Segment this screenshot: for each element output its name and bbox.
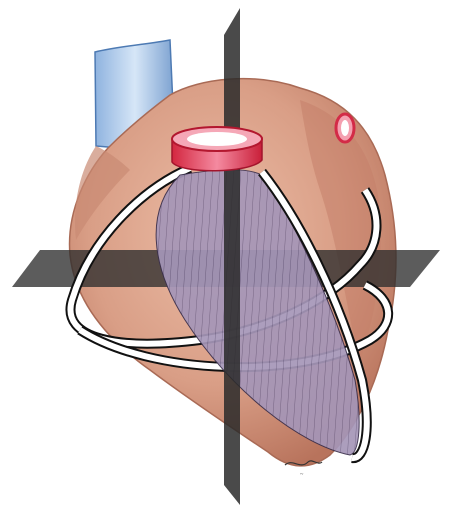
aortic-root-lumen: [187, 132, 247, 146]
pulmonary-vein-lumen: [341, 120, 349, 136]
vertical-imaging-plane: [224, 8, 240, 505]
signature-text: ~: [300, 472, 304, 478]
